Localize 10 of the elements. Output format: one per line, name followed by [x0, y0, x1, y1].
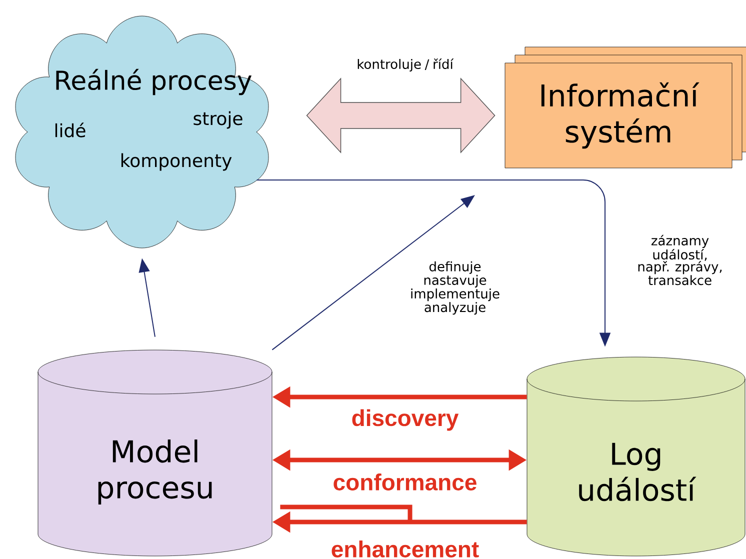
edge-label: záznamy událostí, např. zprávy, transakce — [638, 234, 722, 286]
edge-label: enhancement — [332, 540, 479, 558]
cylinder: Model procesu — [38, 350, 272, 556]
cylinder: Log událostí — [526, 356, 746, 556]
edge-label: conformance — [334, 474, 476, 490]
edge-label: discovery — [352, 409, 459, 431]
block-arrow — [306, 78, 496, 154]
edge-label: kontroluje / řídí — [358, 58, 454, 72]
stacked-box: Informační systém — [504, 46, 746, 168]
edge-label: definuje nastavuje implementuje analyzuje — [411, 261, 500, 315]
